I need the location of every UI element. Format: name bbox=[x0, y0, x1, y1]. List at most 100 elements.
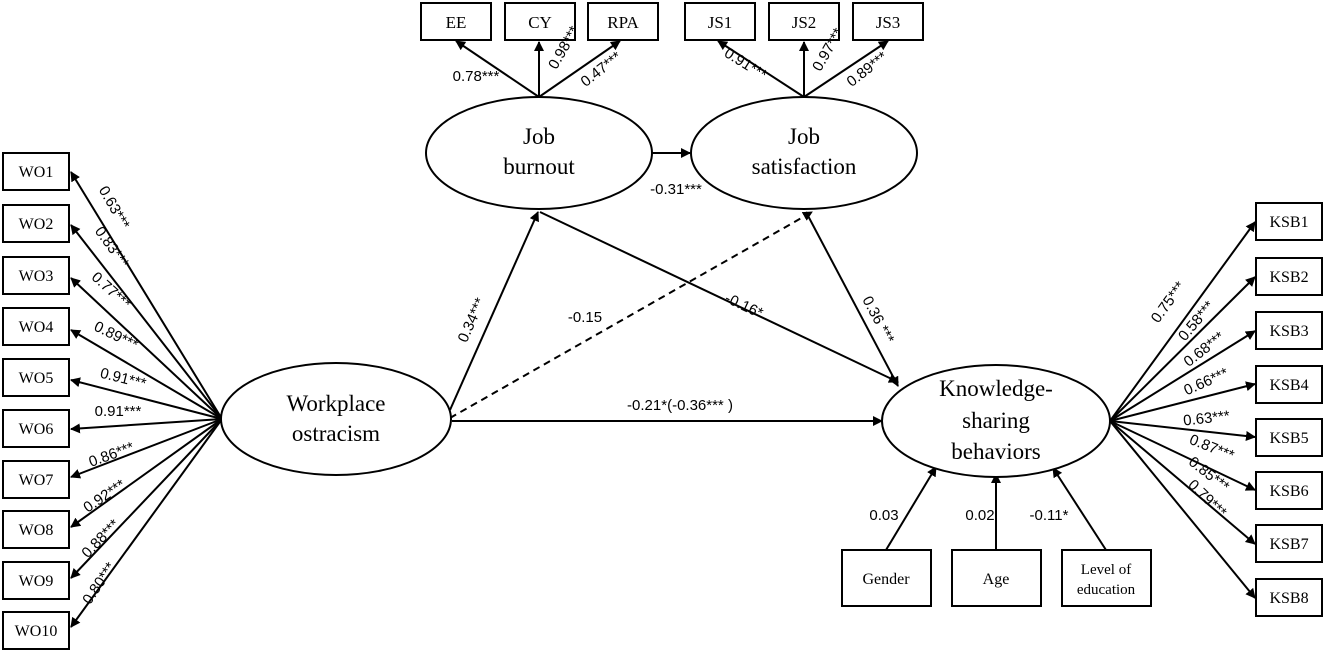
latent-label-ksb-line3: behaviors bbox=[951, 439, 1040, 464]
indicator-label-wo4: WO4 bbox=[19, 319, 54, 336]
indicator-label-ksb2: KSB2 bbox=[1269, 269, 1308, 286]
indicator-label-ksb4: KSB4 bbox=[1269, 377, 1308, 394]
indicator-box-ee bbox=[420, 2, 492, 41]
coef-age-to-ksb: 0.02 bbox=[965, 507, 994, 524]
loading-js1: 0.91*** bbox=[721, 45, 770, 84]
loading-arrow-ksb6 bbox=[1109, 420, 1256, 491]
indicator-label-wo1: WO1 bbox=[19, 164, 54, 181]
latent-label-ostracism-line2: ostracism bbox=[292, 421, 380, 446]
loading-arrow-wo7 bbox=[70, 418, 223, 479]
indicator-label-js2: JS2 bbox=[792, 13, 817, 32]
loading-wo10: 0.80*** bbox=[79, 559, 119, 607]
loading-wo2: 0.83*** bbox=[91, 223, 132, 271]
loading-ksb4: 0.66*** bbox=[1181, 365, 1231, 400]
loading-arrow-ksb2 bbox=[1109, 276, 1256, 422]
indicator-box-ksb5 bbox=[1255, 418, 1323, 457]
loading-arrow-js3 bbox=[803, 40, 889, 98]
coef-satisfaction-to-ksb: 0.36 *** bbox=[859, 293, 898, 346]
loading-wo7: 0.86*** bbox=[87, 439, 137, 471]
coef-burnout-to-ksb: -0.16* bbox=[722, 290, 766, 322]
indicator-label-wo9: WO9 bbox=[19, 573, 54, 590]
latent-workplace-ostracism bbox=[220, 362, 452, 476]
indicator-label-ee: EE bbox=[446, 13, 467, 32]
path-education-to-ksb bbox=[1052, 467, 1107, 551]
loading-ksb1: 0.75*** bbox=[1148, 278, 1189, 326]
control-box-education bbox=[1061, 549, 1152, 607]
ksb-indicators: KSB1 KSB2 KSB3 KSB4 KSB5 KSB6 KSB7 KSB8 bbox=[1255, 202, 1323, 617]
indicator-box-js3 bbox=[852, 2, 924, 41]
indicator-box-wo8 bbox=[2, 510, 70, 549]
loading-arrow-ksb8 bbox=[1109, 420, 1256, 599]
indicator-box-ksb8 bbox=[1255, 578, 1323, 617]
latent-label-ostracism-line1: Workplace bbox=[286, 391, 385, 416]
control-label-education-line1: Level of bbox=[1081, 562, 1131, 578]
loading-wo8: 0.92*** bbox=[80, 476, 128, 516]
indicator-box-ksb6 bbox=[1255, 471, 1323, 510]
loading-ee: 0.78*** bbox=[453, 68, 500, 85]
indicator-box-wo3 bbox=[2, 256, 70, 295]
indicator-label-wo7: WO7 bbox=[19, 472, 54, 489]
indicator-box-wo9 bbox=[2, 561, 70, 600]
indicator-box-wo5 bbox=[2, 358, 70, 397]
indicator-label-ksb6: KSB6 bbox=[1269, 483, 1308, 500]
indicator-box-wo1 bbox=[2, 152, 70, 191]
indicator-box-ksb7 bbox=[1255, 524, 1323, 563]
indicator-label-wo5: WO5 bbox=[19, 370, 54, 387]
loading-arrow-wo4 bbox=[70, 329, 223, 420]
latent-job-burnout bbox=[425, 96, 653, 210]
latent-label-job-satisfaction-line1: Job bbox=[788, 124, 820, 149]
coef-ostracism-to-ksb: -0.21*(-0.36*** ) bbox=[627, 397, 733, 414]
indicator-box-ksb2 bbox=[1255, 257, 1323, 296]
loading-arrow-ksb1 bbox=[1109, 221, 1256, 422]
loading-arrow-js1 bbox=[717, 40, 805, 98]
indicator-box-wo4 bbox=[2, 307, 70, 346]
indicator-box-wo10 bbox=[2, 611, 70, 650]
indicator-box-wo2 bbox=[2, 204, 70, 243]
indicator-label-ksb7: KSB7 bbox=[1269, 536, 1308, 553]
latent-knowledge-sharing bbox=[881, 364, 1111, 478]
ostracism-loading-arrows bbox=[70, 171, 223, 628]
indicator-box-wo7 bbox=[2, 460, 70, 499]
latent-label-ksb-line1: Knowledge- bbox=[939, 376, 1053, 401]
latent-label-job-satisfaction-line2: satisfaction bbox=[752, 154, 857, 179]
loading-arrow-wo8 bbox=[70, 418, 223, 528]
path-satisfaction-to-ksb bbox=[805, 211, 899, 387]
indicator-label-wo10: WO10 bbox=[15, 623, 58, 640]
control-box-age bbox=[951, 549, 1042, 607]
path-ostracism-to-burnout bbox=[449, 211, 539, 411]
latent-label-job-burnout-line1: Job bbox=[523, 124, 555, 149]
loading-arrow-ee bbox=[455, 40, 540, 98]
indicator-box-wo6 bbox=[2, 409, 70, 448]
coef-ostracism-to-burnout: 0.34*** bbox=[455, 295, 490, 345]
indicator-label-rpa: RPA bbox=[607, 13, 639, 32]
path-burnout-to-ksb bbox=[539, 211, 899, 383]
latent-job-satisfaction bbox=[690, 96, 918, 210]
indicator-box-cy bbox=[504, 2, 576, 41]
loading-arrow-ksb7 bbox=[1109, 420, 1256, 545]
loading-arrow-wo2 bbox=[70, 224, 223, 420]
indicator-label-wo2: WO2 bbox=[19, 216, 54, 233]
loading-arrow-ksb4 bbox=[1109, 381, 1256, 422]
indicator-label-js1: JS1 bbox=[708, 13, 733, 32]
coef-education-to-ksb: -0.11* bbox=[1030, 507, 1069, 524]
indicator-box-ksb3 bbox=[1255, 311, 1323, 350]
ostracism-indicators: WO1 WO2 WO3 WO4 WO5 WO6 WO7 WO8 WO9 WO10 bbox=[2, 152, 70, 650]
loading-arrow-wo1 bbox=[70, 171, 223, 420]
indicator-label-wo3: WO3 bbox=[19, 268, 54, 285]
indicator-box-js1 bbox=[684, 2, 756, 41]
coef-gender-to-ksb: 0.03 bbox=[869, 507, 898, 524]
indicator-label-ksb3: KSB3 bbox=[1269, 323, 1308, 340]
loading-arrow-wo10 bbox=[70, 418, 223, 628]
indicator-label-js3: JS3 bbox=[876, 13, 901, 32]
path-ostracism-to-satisfaction bbox=[449, 211, 813, 419]
loading-arrow-wo9 bbox=[70, 418, 223, 579]
loading-arrow-wo6 bbox=[70, 418, 223, 434]
indicator-box-ksb1 bbox=[1255, 202, 1323, 241]
path-gender-to-ksb bbox=[885, 466, 937, 551]
coef-burnout-to-satisfaction: -0.31*** bbox=[650, 181, 702, 198]
indicator-label-ksb8: KSB8 bbox=[1269, 590, 1308, 607]
loading-wo1: 0.63*** bbox=[95, 183, 133, 232]
control-label-age: Age bbox=[983, 571, 1010, 588]
